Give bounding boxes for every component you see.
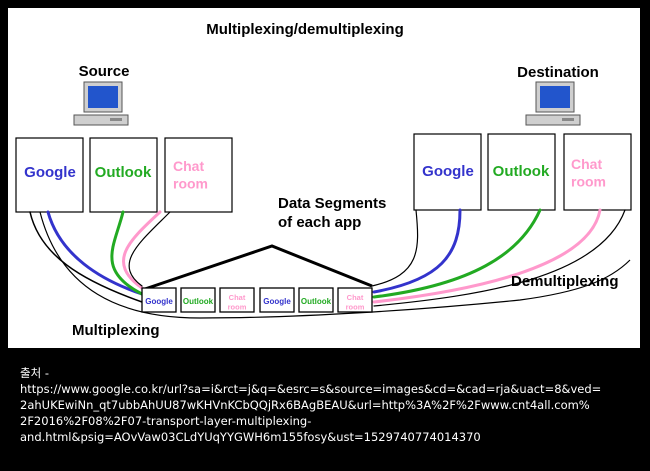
source-curve-black bbox=[29, 211, 143, 303]
multiplex-bottom-curve bbox=[39, 211, 631, 319]
caption-line: 출처 - bbox=[20, 366, 49, 380]
annotation-lines bbox=[141, 244, 373, 292]
segment-outlook-2 bbox=[298, 287, 334, 313]
segment-google-2 bbox=[259, 287, 295, 313]
source-curve-green bbox=[110, 210, 144, 296]
destination-curve-blue bbox=[372, 208, 462, 294]
destination-curves bbox=[371, 208, 626, 307]
destination-app-box-outlook bbox=[487, 133, 556, 211]
caption-line: and.html&psig=AOvVaw03CLdYUqYYGWH6m155fo… bbox=[20, 430, 481, 444]
source-app-box-chat bbox=[164, 137, 233, 213]
source-curve-pink bbox=[122, 210, 162, 290]
destination-app-google: Google bbox=[422, 163, 474, 180]
multiplexing-label: Multiplexing bbox=[72, 322, 160, 339]
source-curve-black-2 bbox=[128, 211, 171, 287]
segment-label-outlook-2: Outlook bbox=[301, 297, 332, 306]
destination-curve-green bbox=[372, 208, 542, 299]
diagram-title: Multiplexing/demultiplexing bbox=[206, 21, 404, 38]
source-app-google: Google bbox=[24, 164, 76, 181]
demultiplexing-label: Demultiplexing bbox=[511, 273, 619, 290]
destination-label: Destination bbox=[517, 64, 599, 81]
source-curve-blue bbox=[46, 210, 144, 296]
caption-line: 2ahUKEwiNn_qt7ubbAhUU87wKHVnKCbQQjRx6BAg… bbox=[20, 398, 590, 412]
source-caption: 출처 - https://www.google.co.kr/url?sa=i&r… bbox=[20, 365, 635, 445]
destination-computer-icon bbox=[525, 81, 581, 126]
destination-app-box-chat bbox=[563, 133, 632, 211]
segment-label-outlook-1: Outlook bbox=[183, 297, 214, 306]
destination-app-box-google bbox=[413, 133, 482, 211]
annotation-bracket bbox=[141, 244, 373, 292]
destination-curve-black-2 bbox=[373, 209, 626, 307]
destination-curve-pink bbox=[372, 208, 602, 304]
source-app-outlook: Outlook bbox=[95, 164, 152, 181]
caption-line: https://www.google.co.kr/url?sa=i&rct=j&… bbox=[20, 382, 602, 396]
segment-chat-1 bbox=[219, 287, 255, 313]
source-app-box-google bbox=[15, 137, 84, 213]
segment-chat-2 bbox=[337, 287, 373, 313]
source-label: Source bbox=[79, 63, 130, 80]
caption-line: 2F2016%2F08%2F07-transport-layer-multipl… bbox=[20, 414, 312, 428]
source-curves bbox=[29, 210, 171, 303]
segment-label-google-2: Google bbox=[263, 297, 291, 306]
segment-google-1 bbox=[141, 287, 177, 313]
source-computer-icon bbox=[73, 81, 129, 126]
segment-label-google-1: Google bbox=[145, 297, 173, 306]
source-app-box-outlook bbox=[89, 137, 158, 213]
destination-app-outlook: Outlook bbox=[493, 163, 550, 180]
segment-outlook-1 bbox=[180, 287, 216, 313]
destination-curve-black bbox=[371, 209, 419, 287]
